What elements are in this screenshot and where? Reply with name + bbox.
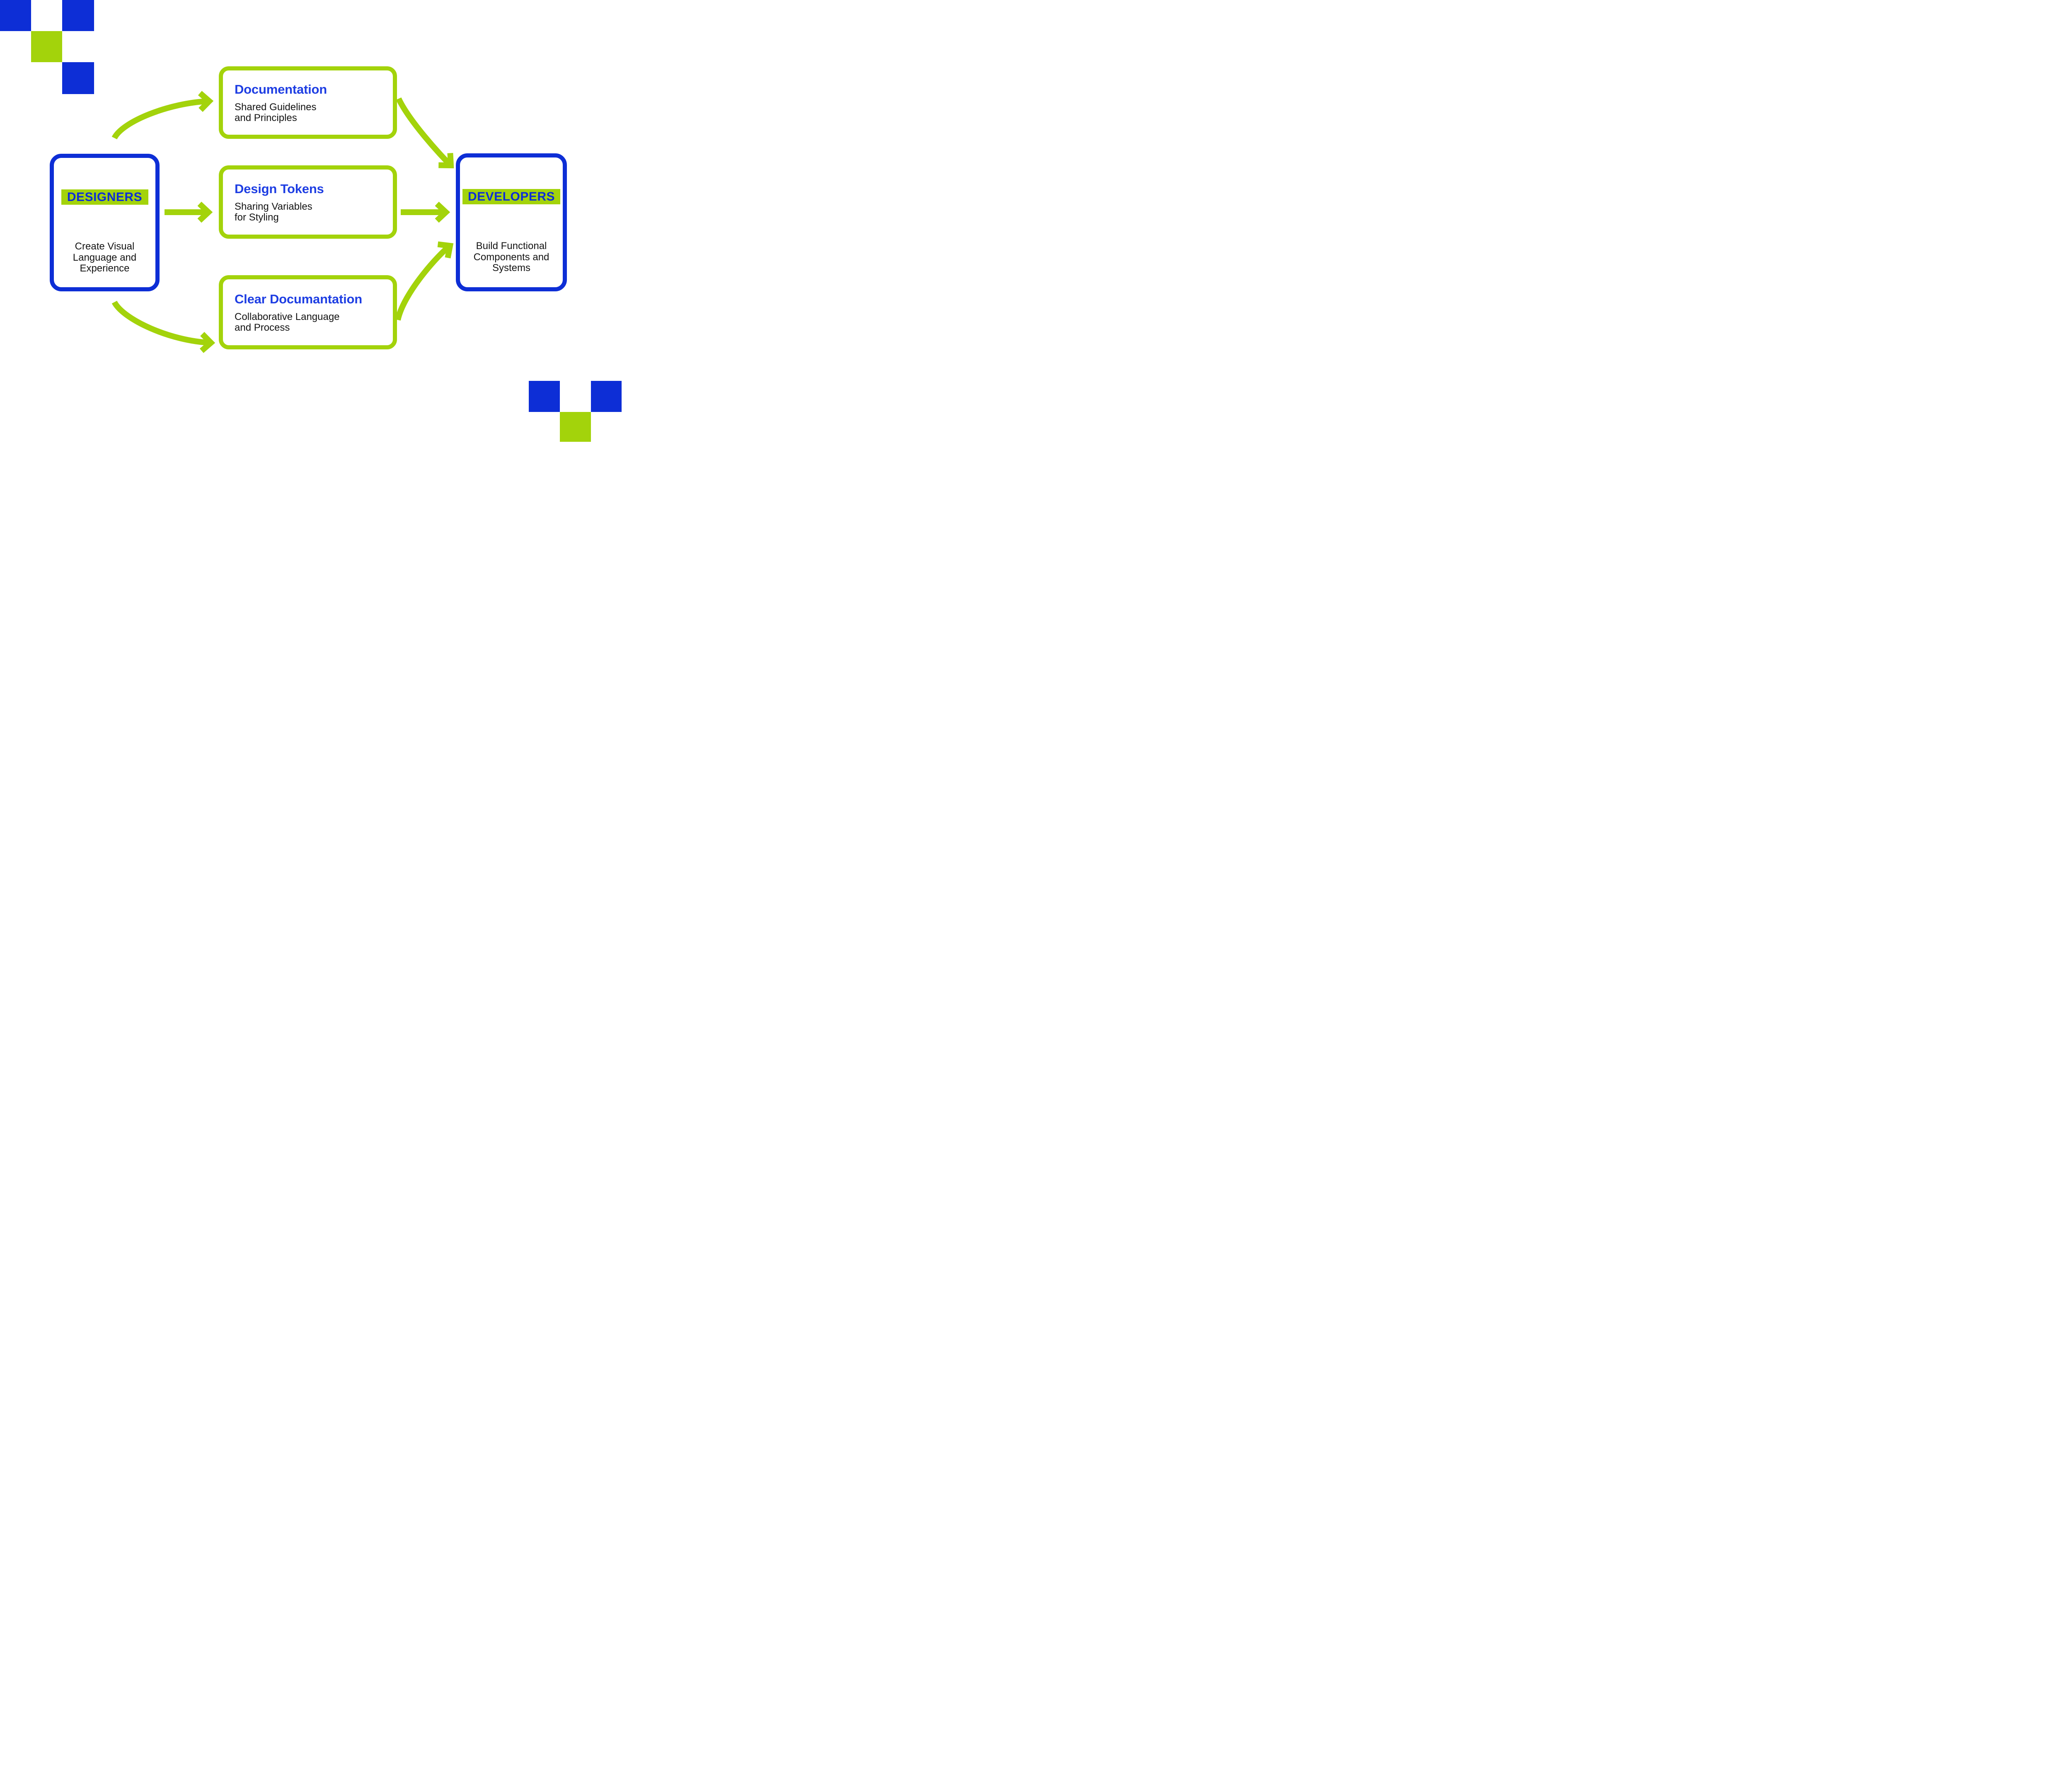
design-tokens-title: Design Tokens xyxy=(235,181,324,196)
documentation-card: Documentation Shared Guidelines and Prin… xyxy=(219,66,397,139)
text-line: and Process xyxy=(235,322,290,333)
decor-square-top-left-1 xyxy=(0,0,31,31)
arrow-clear-documantation-to-developers xyxy=(395,241,454,321)
connector-arrows xyxy=(111,91,454,353)
developers-title: DEVELOPERS xyxy=(467,189,555,203)
text-line: for Styling xyxy=(235,211,279,223)
text-line: Build Functional xyxy=(476,240,547,252)
text-line: and Principles xyxy=(235,112,297,124)
design-tokens-description: Sharing Variables for Styling xyxy=(235,201,390,223)
developers-card: DEVELOPERS Build Functional Components a… xyxy=(456,153,567,291)
designers-description: Create Visual Language and Experience xyxy=(54,241,155,274)
text-line: Collaborative Language xyxy=(235,311,340,322)
text-line: Experience xyxy=(80,263,130,274)
arrow-designers-to-documentation xyxy=(111,91,214,140)
arrow-documentation-to-developers xyxy=(396,97,454,169)
clear-documantation-card: Clear Documantation Collaborative Langua… xyxy=(219,275,397,349)
designers-title: DESIGNERS xyxy=(67,190,143,204)
diagram-canvas: DESIGNERS Create Visual Language and Exp… xyxy=(0,0,622,442)
decor-square-top-left-4 xyxy=(62,62,94,94)
clear-documantation-title: Clear Documantation xyxy=(235,291,362,306)
text-line: Systems xyxy=(492,262,530,274)
text-line: Language and xyxy=(73,252,137,263)
documentation-description: Shared Guidelines and Principles xyxy=(235,102,390,124)
decor-square-top-left-3 xyxy=(31,31,62,62)
designers-card: DESIGNERS Create Visual Language and Exp… xyxy=(50,154,160,291)
developers-title-bar: DEVELOPERS xyxy=(462,189,560,204)
decor-square-bottom-right-3 xyxy=(560,412,591,442)
design-tokens-card: Design Tokens Sharing Variables for Styl… xyxy=(219,165,397,239)
text-line: Shared Guidelines xyxy=(235,101,317,113)
text-line: Sharing Variables xyxy=(235,201,312,212)
decor-square-top-left-2 xyxy=(62,0,94,31)
developers-description: Build Functional Components and Systems xyxy=(460,240,563,274)
arrow-designers-to-clear-documantation xyxy=(111,300,215,353)
clear-documantation-description: Collaborative Language and Process xyxy=(235,311,390,333)
designers-title-bar: DESIGNERS xyxy=(61,189,148,205)
decor-square-bottom-right-1 xyxy=(529,381,560,412)
decor-square-bottom-right-2 xyxy=(591,381,622,412)
documentation-title: Documentation xyxy=(235,82,327,97)
text-line: Components and xyxy=(473,251,549,263)
text-line: Create Visual xyxy=(75,241,135,252)
